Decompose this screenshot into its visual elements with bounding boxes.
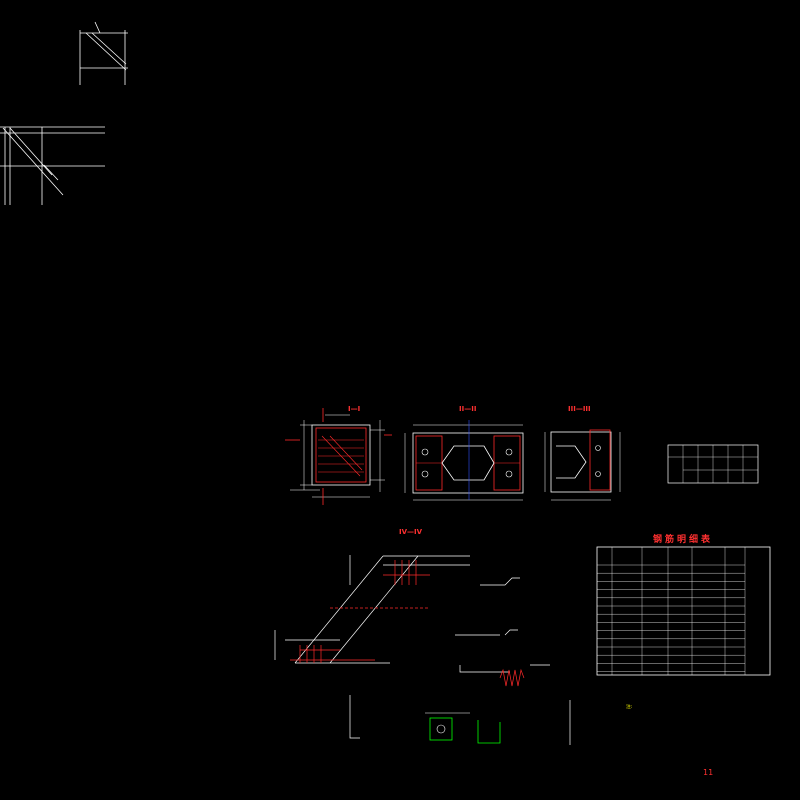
anchor-parameter-table: [667, 444, 759, 484]
section-I-label: I—I: [348, 405, 360, 413]
rebar-bend-details: [349, 577, 571, 745]
section-IV-label: IV—IV: [399, 528, 423, 536]
rebar-schedule-table: 钢筋明细表: [596, 533, 771, 676]
section-II-view: II—II: [404, 405, 524, 501]
rebar-table-title: 钢筋明细表: [653, 533, 713, 545]
note-heading: 注:: [626, 703, 633, 710]
section-III-label: III—III: [568, 405, 591, 413]
section-IV-view: IV—IV: [274, 528, 470, 664]
section-I-view: I—I: [285, 405, 392, 505]
corner-detail-fragment-left: [0, 126, 105, 205]
sheet-number: 11: [703, 768, 713, 777]
anchor-plate-detail: [425, 712, 501, 744]
notes-block: 注:: [626, 703, 633, 710]
section-III-view: III—III: [544, 405, 621, 501]
section-II-label: II—II: [459, 405, 476, 413]
corner-detail-fragment-top: [79, 21, 128, 85]
